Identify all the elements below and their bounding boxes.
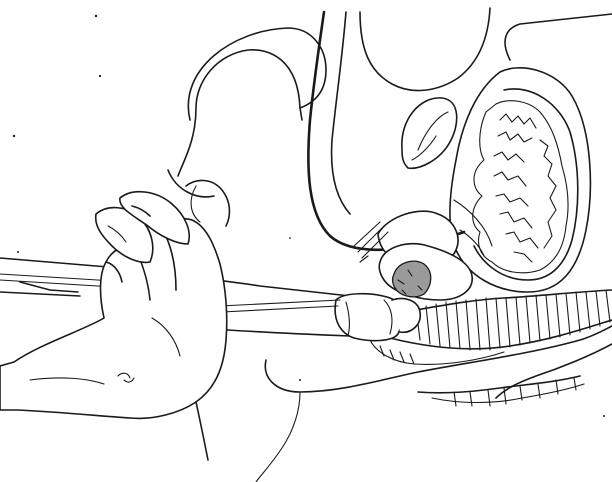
lower-contour (256, 326, 612, 482)
bladder (450, 14, 612, 292)
vesicle-structure (402, 98, 457, 168)
prostate-lesion (393, 261, 431, 297)
operator-hand (0, 192, 227, 460)
pelvic-outline (168, 28, 326, 226)
